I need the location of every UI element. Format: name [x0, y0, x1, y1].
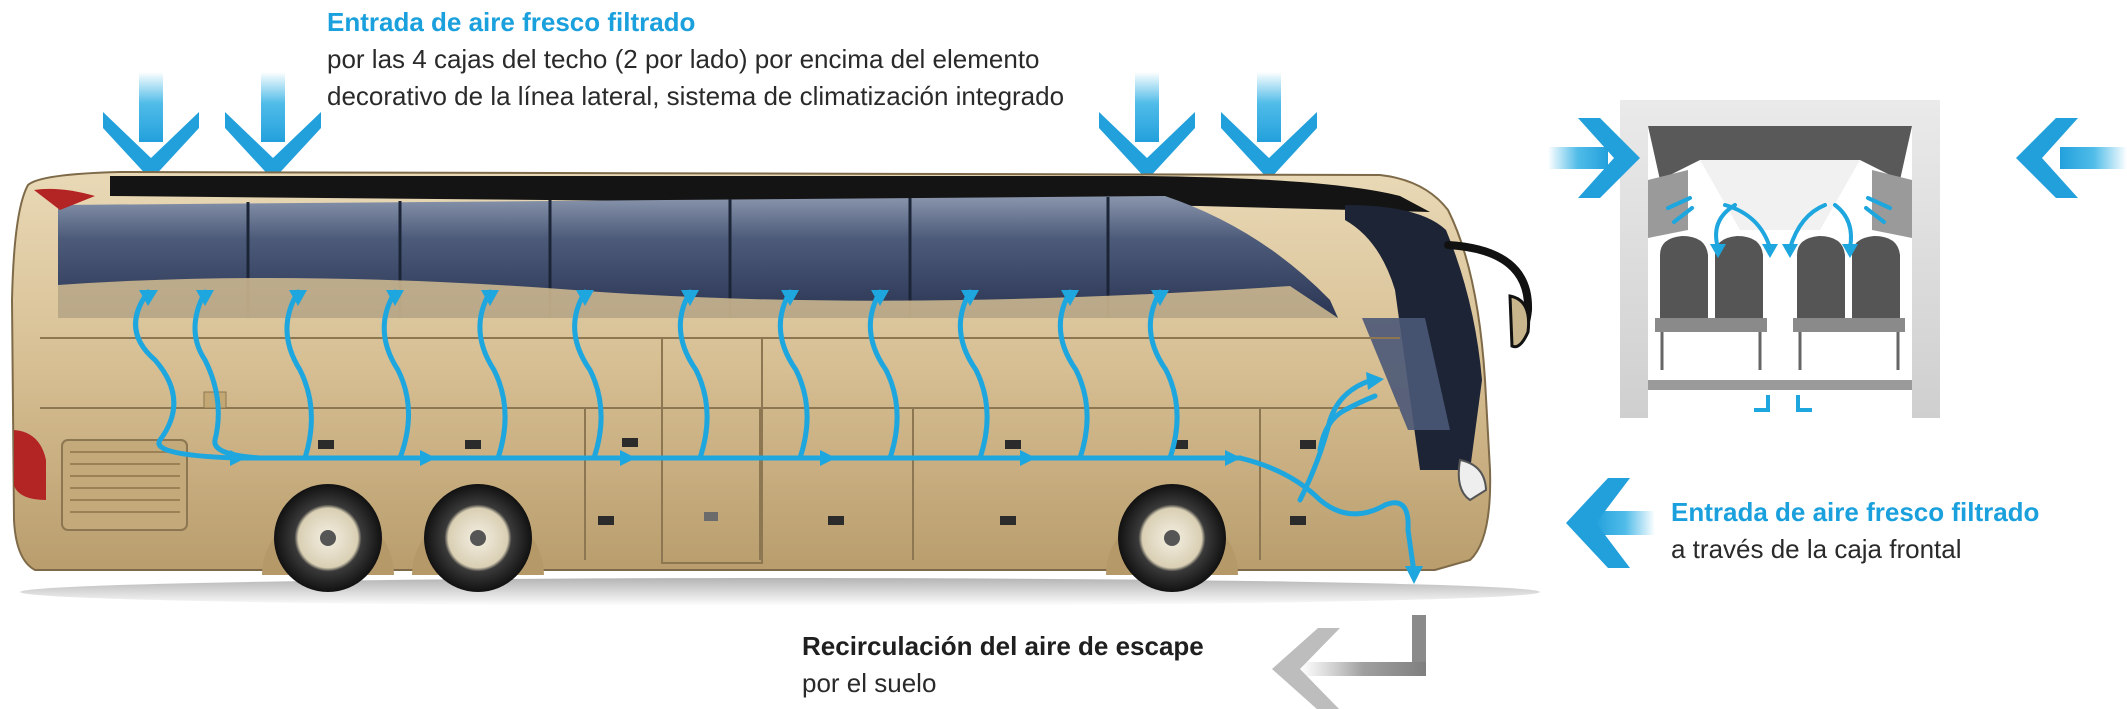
- exhaust-description: por el suelo: [802, 667, 937, 698]
- arrow-right-icon: [1548, 118, 1640, 198]
- wheels: [262, 484, 1238, 592]
- coach-bus: [10, 170, 1540, 606]
- front-intake-description: a través de la caja frontal: [1671, 533, 1962, 564]
- front-intake-arrow: [1566, 478, 1655, 568]
- airflow-arrowheads: [139, 290, 1423, 584]
- roof-intake-title: Entrada de aire fresco filtrado: [327, 7, 696, 37]
- arrow-left-icon: [2016, 118, 2127, 198]
- arrow-down-icon: [1221, 72, 1317, 180]
- arrow-down-icon: [1099, 72, 1195, 180]
- front-intake-title: Entrada de aire fresco filtrado: [1671, 497, 2040, 527]
- roof-intake-description: por las 4 cajas del techo (2 por lado) p…: [327, 43, 1065, 111]
- rear-grille: [61, 439, 188, 531]
- interior-airflow: [133, 289, 1417, 575]
- roof-intake-arrows: [103, 72, 1317, 180]
- exhaust-label: Recirculación del aire de escape por el …: [802, 628, 1322, 702]
- cabin-cross-section: [1620, 100, 1940, 418]
- arrow-down-icon: [225, 72, 321, 180]
- exhaust-title: Recirculación del aire de escape: [802, 631, 1204, 661]
- front-intake-label: Entrada de aire fresco filtrado a través…: [1671, 494, 2111, 568]
- roof-intake-label: Entrada de aire fresco filtrado por las …: [327, 4, 1157, 115]
- return-arrow-icon: [1272, 615, 1426, 709]
- arrow-down-icon: [103, 72, 199, 180]
